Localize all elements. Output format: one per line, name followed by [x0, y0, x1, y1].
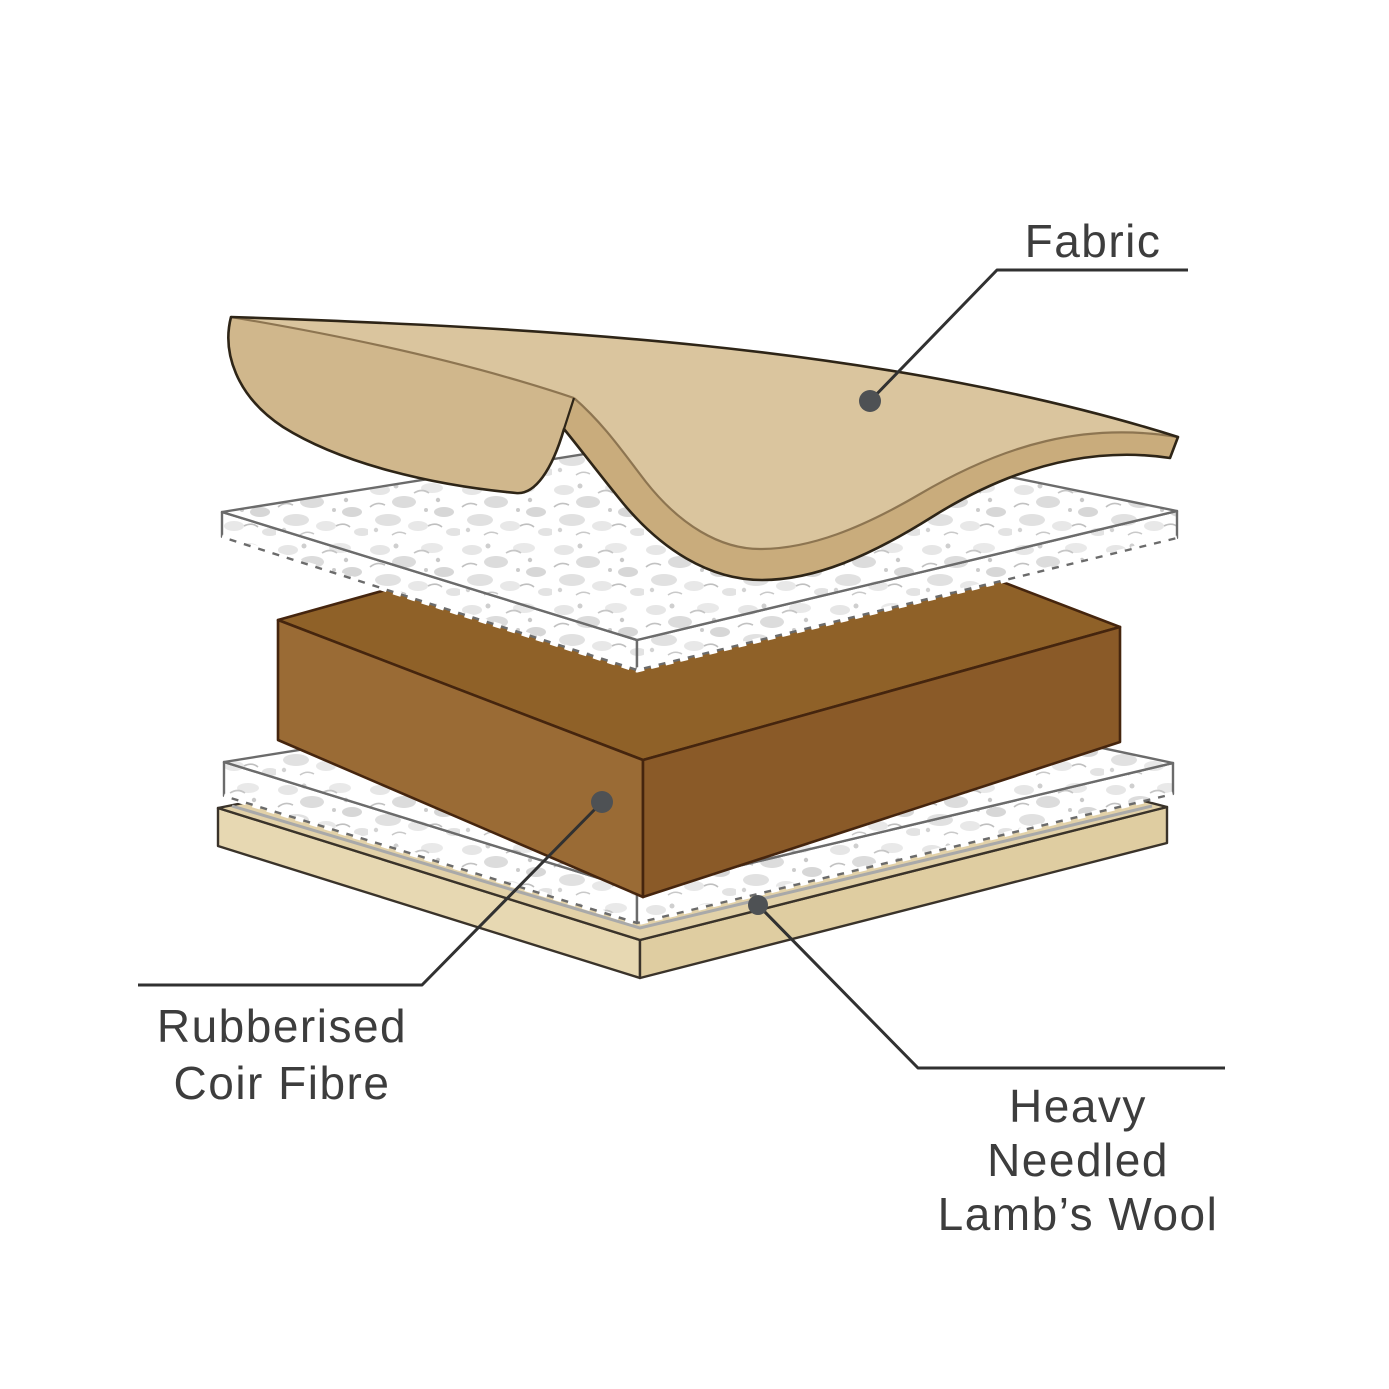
fabric-ridge-line-front	[573, 397, 1179, 551]
fabric-leader-dot	[859, 390, 881, 412]
fabric-label-text: Fabric	[1024, 215, 1162, 267]
wool-leader-line	[756, 903, 1225, 1070]
fabric-leader-line	[868, 268, 1188, 403]
coir-label-line1: Rubberised	[156, 1000, 408, 1052]
wool-label-line2: Needled	[987, 1134, 1169, 1186]
heavy-needled-lambs-wool-label: Heavy Needled Lamb’s Wool	[918, 1079, 1238, 1241]
coir-leader-line	[138, 800, 604, 987]
leader-lines	[138, 268, 1225, 1070]
base-layer-inset-line	[231, 804, 1153, 930]
fabric-ridge-line-left	[230, 315, 575, 400]
coir-label-line2: Coir Fibre	[173, 1057, 391, 1109]
lower-wool-fluff-edge	[223, 791, 1174, 926]
fabric-top-surface	[231, 317, 1178, 549]
coir-block-side-face	[641, 625, 1122, 899]
rubberised-coir-fibre-label: Rubberised Coir Fibre	[112, 998, 452, 1112]
coir-leader-dot	[591, 791, 613, 813]
wool-leader-dot	[748, 895, 768, 915]
upper-wool-fluff-edge	[221, 534, 1178, 673]
fabric-curl-edge	[228, 317, 574, 494]
fabric-corner-crease	[562, 397, 576, 430]
fabric-label: Fabric	[953, 213, 1233, 269]
wool-label-line1: Heavy	[1009, 1080, 1147, 1132]
fabric-front-edge	[564, 398, 1178, 580]
wool-label-line3: Lamb’s Wool	[937, 1188, 1219, 1240]
